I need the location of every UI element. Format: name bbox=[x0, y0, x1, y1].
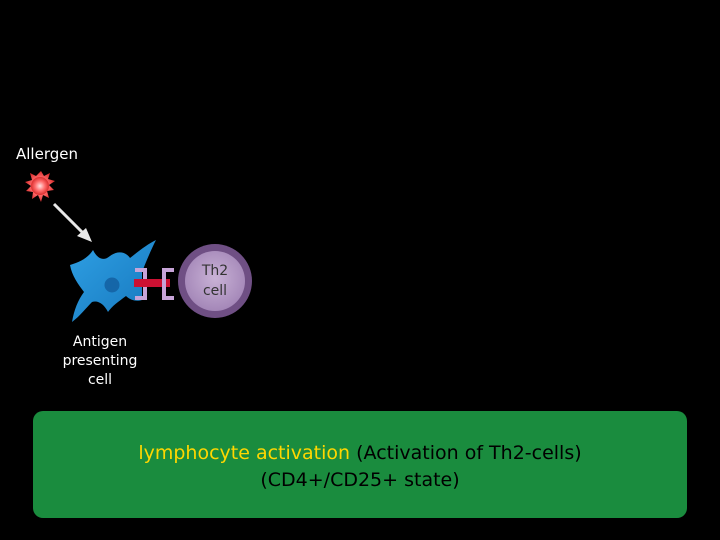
info-box: lymphocyte activation (Activation of Th2… bbox=[33, 411, 687, 518]
info-line2: (CD4+/CD25+ state) bbox=[33, 467, 687, 494]
apc-label: Antigen presenting cell bbox=[40, 333, 160, 390]
allergen-label: Allergen bbox=[16, 146, 78, 163]
info-highlight: lymphocyte activation bbox=[138, 442, 350, 464]
allergen-particle-icon bbox=[25, 171, 55, 202]
info-line1: lymphocyte activation (Activation of Th2… bbox=[33, 440, 687, 467]
th2-label-line1: Th2 bbox=[182, 261, 248, 281]
apc-label-line1: Antigen bbox=[40, 333, 160, 352]
apc-label-line2: presenting bbox=[40, 352, 160, 371]
apc-label-line3: cell bbox=[40, 371, 160, 390]
info-line1-rest: (Activation of Th2-cells) bbox=[350, 442, 582, 464]
arrow-icon bbox=[54, 204, 92, 242]
th2-label-line2: cell bbox=[182, 281, 248, 301]
th2-cell-label: Th2 cell bbox=[182, 261, 248, 301]
